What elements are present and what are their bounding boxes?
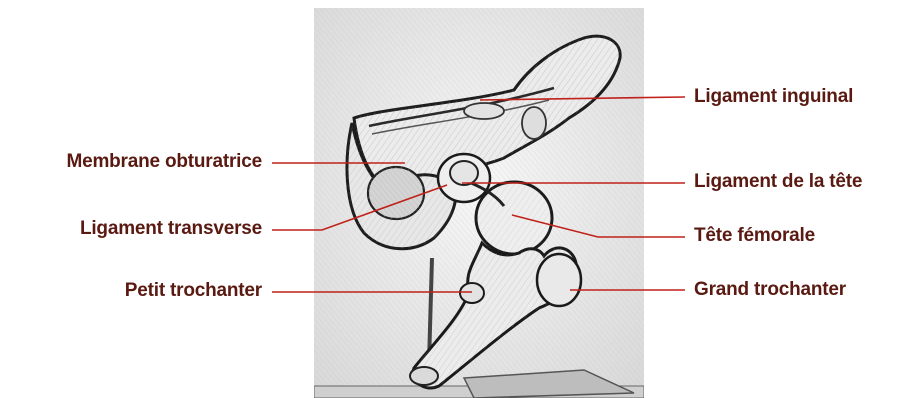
lesser-trochanter: [460, 283, 484, 303]
inguinal-foramen: [464, 103, 504, 119]
greater-trochanter: [537, 254, 581, 306]
label-ligament-inguinal: Ligament inguinal: [694, 86, 853, 108]
label-ligament-tete: Ligament de la tête: [694, 171, 862, 193]
label-petit-trochanter: Petit trochanter: [125, 280, 262, 302]
label-grand-trochanter: Grand trochanter: [694, 279, 846, 301]
label-tete-femorale: Tête fémorale: [694, 225, 815, 247]
label-ligament-transverse: Ligament transverse: [80, 218, 262, 240]
label-membrane-obturatrice: Membrane obturatrice: [66, 151, 262, 173]
hip-joint-sketch: [314, 8, 644, 398]
